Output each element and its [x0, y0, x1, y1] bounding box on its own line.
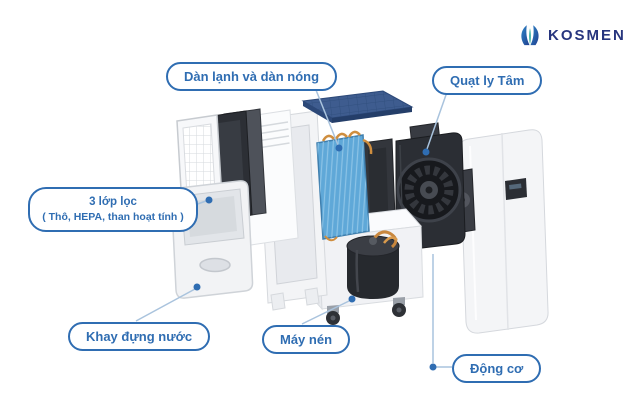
connector-compressor — [301, 300, 350, 325]
label-fan: Quạt ly Tâm — [432, 66, 543, 95]
brand-name: KOSMEN — [548, 26, 626, 44]
dot-tray — [193, 283, 201, 291]
label-filters-line1: 3 lớp lọc — [89, 196, 137, 208]
compressor — [346, 230, 400, 299]
dot-motor — [429, 363, 437, 371]
caster-right — [392, 297, 406, 317]
connector-lines — [135, 89, 452, 368]
display-panel — [505, 178, 527, 200]
fan-housing — [395, 122, 466, 251]
label-filters: 3 lớp lọc ( Thô, HEPA, than hoạt tính ) — [28, 187, 198, 232]
dot-fan — [422, 148, 430, 156]
connector-coils — [315, 89, 339, 146]
dot-filters — [205, 196, 213, 204]
dot-compressor — [348, 295, 356, 303]
tray-handle — [199, 257, 231, 273]
fan-wheel — [404, 165, 454, 215]
label-tray: Khay đựng nước — [68, 322, 211, 351]
label-coils: Dàn lạnh và dàn nóng — [166, 62, 338, 91]
connector-dots — [193, 144, 437, 371]
label-motor: Động cơ — [452, 354, 542, 383]
label-compressor: Máy nén — [262, 325, 351, 354]
evaporator-coil — [316, 130, 373, 242]
connector-tray — [135, 288, 196, 322]
logo-icon — [521, 25, 539, 46]
dot-coils — [335, 144, 343, 152]
connector-fan — [426, 91, 448, 150]
brand-logo: KOSMEN — [518, 22, 626, 48]
label-filters-line2: ( Thô, HEPA, than hoạt tính ) — [42, 211, 184, 224]
rear-shell — [459, 129, 549, 334]
top-lid — [301, 90, 414, 123]
